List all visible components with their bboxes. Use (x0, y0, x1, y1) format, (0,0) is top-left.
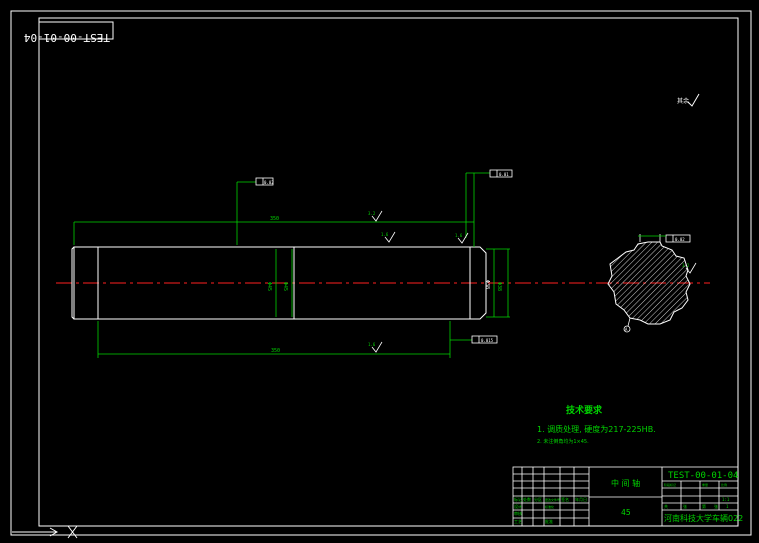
gdt-frame-2: 0.01 (489, 169, 513, 178)
section-label-circle (623, 325, 631, 333)
svg-text:第: 第 (702, 503, 706, 509)
svg-text:标记: 标记 (514, 496, 522, 502)
svg-text:张: 张 (683, 503, 687, 509)
ucs-icon[interactable] (12, 525, 78, 539)
svg-text:0.01: 0.01 (499, 172, 509, 177)
overall-length-text: 350 (270, 216, 279, 222)
svg-text:其余: 其余 (677, 97, 689, 105)
svg-text:0.015: 0.015 (481, 338, 494, 343)
svg-text:比例: 比例 (721, 482, 727, 487)
roughness-rest-note: 其余 (677, 93, 700, 107)
svg-text:0.02: 0.02 (264, 180, 274, 185)
scale-value: 1:1 (722, 497, 730, 502)
gdt-frame-1: 0.02 (255, 177, 274, 186)
svg-text:更改文件号: 更改文件号 (545, 497, 560, 502)
main-length-text: 350 (271, 348, 280, 354)
tech-req-title: 技术要求 (566, 404, 603, 416)
dimension-texts: 350 350 Φ45 Φ45 Φ38 Φ38 (266, 216, 502, 354)
svg-text:张: 张 (714, 503, 718, 509)
section-view: A (607, 234, 691, 333)
gdt-frame-3: 0.015 (471, 335, 498, 344)
svg-text:标准化: 标准化 (545, 504, 554, 509)
svg-text:共: 共 (664, 503, 668, 509)
mirrored-drawing-number: TEST-00-01-04 (24, 31, 110, 44)
svg-text:0.02: 0.02 (675, 237, 685, 242)
svg-text:签名: 签名 (561, 496, 569, 502)
title-block (512, 466, 739, 527)
tech-req-line2: 2. 未注倒角均为1×45. (537, 438, 589, 445)
mirrored-drawing-number-box: TEST-00-01-04 (24, 21, 114, 44)
title-block-texts: 中 间 轴 45 TEST-00-01-04 河南科技大学车辆022 1:1 1… (514, 471, 743, 524)
svg-text:1.6: 1.6 (368, 342, 376, 347)
svg-text:设计: 设计 (514, 503, 522, 509)
svg-text:1.6: 1.6 (381, 232, 389, 237)
technical-requirements: 技术要求 1. 调质处理, 硬度为217-225HB. 2. 未注倒角均为1×4… (537, 404, 656, 445)
drawing-frame (38, 17, 739, 527)
svg-text:年月日: 年月日 (575, 496, 587, 502)
svg-text:重量: 重量 (702, 482, 708, 487)
svg-text:工艺: 工艺 (514, 519, 522, 524)
svg-text:批准: 批准 (545, 518, 553, 524)
svg-text:审核: 审核 (514, 510, 522, 516)
svg-text:处数: 处数 (523, 496, 531, 502)
gdt-frame-4: 0.02 (665, 234, 691, 243)
tech-req-line1: 1. 调质处理, 硬度为217-225HB. (537, 424, 656, 434)
dimension-lines (73, 172, 510, 358)
drawing-number: TEST-00-01-04 (668, 471, 738, 481)
section-label: A (625, 327, 628, 332)
sheet-border (10, 10, 752, 536)
svg-text:分区: 分区 (534, 496, 542, 502)
sheet-number: 1 (726, 504, 729, 509)
material: 45 (621, 508, 631, 517)
part-name: 中 间 轴 (611, 478, 640, 488)
datum-dim-text: Φ38 (496, 282, 502, 291)
svg-text:阶段标记: 阶段标记 (664, 482, 676, 487)
shaft-dia-text: Φ45 (266, 282, 272, 291)
svg-text:1.6: 1.6 (455, 233, 463, 238)
school-name: 河南科技大学车辆022 (664, 513, 743, 523)
shaft-outline (71, 246, 487, 320)
svg-text:3.2: 3.2 (368, 211, 376, 216)
shaft-dia2-text: Φ45 (282, 282, 288, 291)
end-dia-text: Φ38 (484, 280, 490, 289)
